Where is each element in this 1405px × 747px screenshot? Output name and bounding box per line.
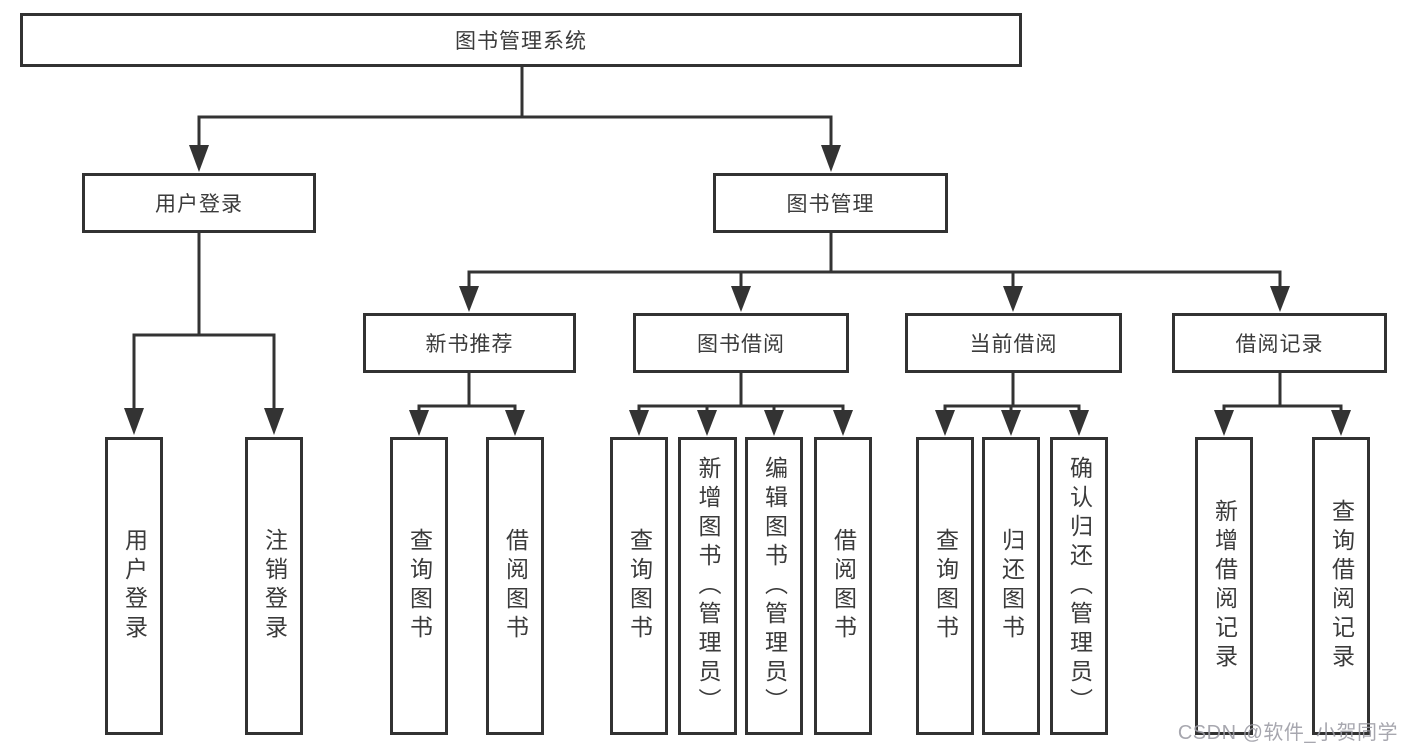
leaf-current-query-books: 查询图书: [916, 437, 974, 735]
node-current-borrow: 当前借阅: [905, 313, 1122, 373]
connector-book-borrow-to-children: [629, 373, 853, 436]
leaf-recommend-query-books: 查询图书: [390, 437, 448, 735]
node-book-management: 图书管理: [713, 173, 948, 233]
node-book-borrow: 图书借阅: [633, 313, 849, 373]
leaf-borrow-add-books-admin: 新增图书（管理员）: [678, 437, 737, 735]
leaf-recommend-borrow-books: 借阅图书: [486, 437, 544, 735]
leaf-current-return-books: 归还图书: [982, 437, 1040, 735]
leaf-current-confirm-return-admin: 确认归还（管理员）: [1050, 437, 1108, 735]
connector-book-management-to-level3: [459, 233, 1290, 312]
leaf-borrow-edit-books-admin: 编辑图书（管理员）: [745, 437, 803, 735]
connector-new-book-recommend-to-children: [409, 373, 525, 436]
watermark-text: CSDN @软件_小贺同学: [1177, 722, 1398, 744]
leaf-records-add-record: 新增借阅记录: [1195, 437, 1253, 735]
connector-borrow-records-to-children: [1214, 373, 1351, 436]
node-library-management-system: 图书管理系统: [20, 13, 1022, 67]
connector-user-login-to-children: [124, 233, 284, 435]
leaf-borrow-borrow-books: 借阅图书: [814, 437, 872, 735]
node-borrow-records: 借阅记录: [1172, 313, 1387, 373]
node-user-login: 用户登录: [82, 173, 316, 233]
leaf-borrow-query-books: 查询图书: [610, 437, 668, 735]
leaf-records-query-record: 查询借阅记录: [1312, 437, 1370, 735]
connector-root-to-level2: [189, 67, 841, 172]
node-new-book-recommend: 新书推荐: [363, 313, 576, 373]
leaf-user-login: 用户登录: [105, 437, 163, 735]
leaf-logout: 注销登录: [245, 437, 303, 735]
connector-current-borrow-to-children: [935, 373, 1089, 436]
